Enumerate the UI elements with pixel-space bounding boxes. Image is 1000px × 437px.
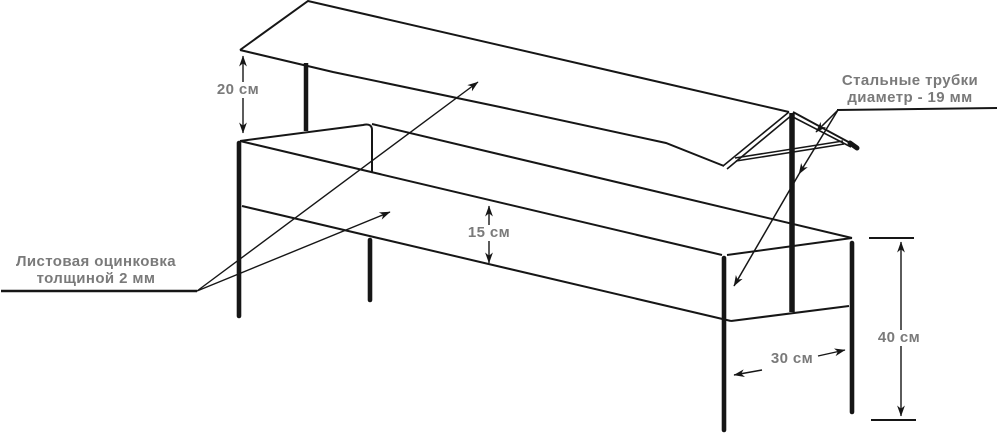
dimension-30cm-right-arrow: [817, 348, 846, 357]
tray-left-top-edge: [239, 123, 373, 172]
tubes-note-leaders: [733, 107, 998, 287]
right-brace-tube-inner: [790, 115, 852, 148]
dimension-20cm-label: 20 см: [213, 82, 263, 98]
dimension-15cm-label: 15 см: [464, 225, 514, 241]
top-shelf-outline: [239, 0, 790, 167]
dimension-30cm-label: 30 см: [767, 351, 817, 367]
cross-bar-tube: [734, 140, 844, 159]
leader-to-post: [798, 109, 839, 175]
tray-right-top-edge: [726, 237, 853, 256]
steel-posts: [303, 63, 795, 312]
top-shelf-front-edge: [239, 49, 725, 167]
tray-outline: [239, 123, 853, 322]
sheet-note-line1: Листовая оцинковка: [15, 253, 177, 270]
top-shelf-rear-edge: [239, 0, 790, 113]
steel-tubes-note: Стальные трубки диаметр - 19 мм: [841, 72, 979, 106]
cross-bar-tube-inner: [735, 143, 845, 162]
tray-front-top-edge: [239, 140, 723, 256]
leader-to-top-shelf: [196, 81, 479, 292]
dimension-30cm-left-arrow: [733, 369, 763, 377]
sheet-note-line2: толщиной 2 мм: [36, 270, 156, 287]
tray-front-bottom-edge: [241, 205, 732, 322]
tubes-note-underline: [836, 107, 998, 111]
sheet-note: Листовая оцинковка толщиной 2 мм: [15, 253, 177, 287]
tray-right-bottom-edge: [730, 305, 850, 322]
dimension-40cm-label: 40 см: [874, 330, 924, 346]
leader-to-brace: [815, 109, 839, 133]
dimension-30cm: [733, 348, 846, 377]
right-brace-end: [847, 140, 860, 151]
leader-to-leg: [733, 173, 800, 287]
leader-to-tray-wall: [196, 211, 391, 292]
sheet-note-leaders: [1, 81, 479, 293]
tubes-note-line2: диаметр - 19 мм: [847, 89, 973, 106]
dimension-40cm: [869, 237, 916, 421]
legs: [236, 140, 855, 433]
left-brace-tube: [722, 111, 790, 167]
tubes-note-line1: Стальные трубки: [841, 72, 979, 89]
right-brace-tube: [792, 111, 855, 146]
tray-rear-top-edge: [371, 123, 853, 239]
